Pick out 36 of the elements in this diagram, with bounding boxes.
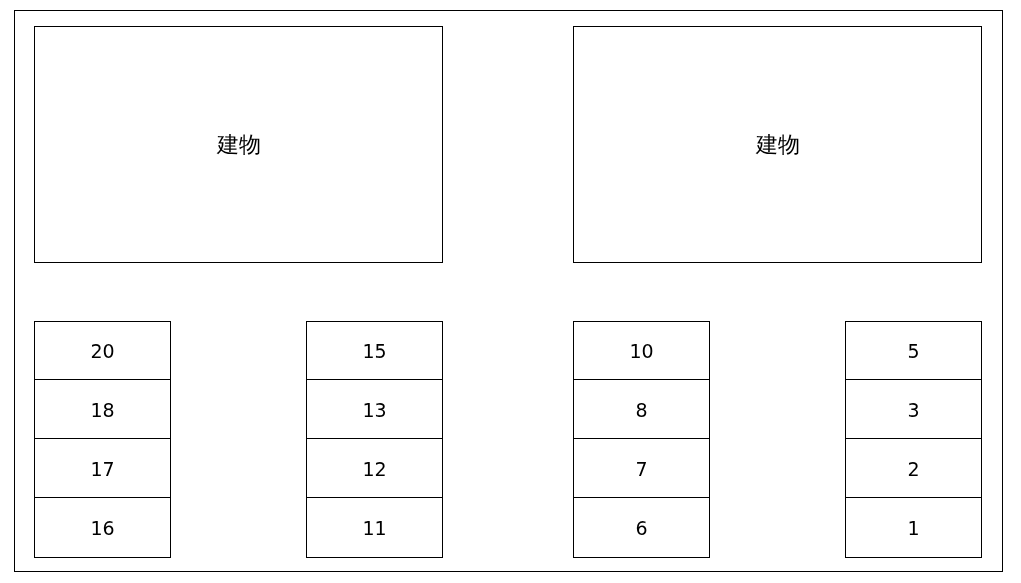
building-box [573,26,982,263]
parking-space [306,321,443,381]
space-number: 10 [629,340,654,362]
parking-space [306,497,443,558]
space-number: 18 [90,398,115,421]
parking-space [573,321,710,381]
parking-space [306,379,443,440]
building-label: 建物 [216,130,261,159]
space-number: 17 [90,457,115,480]
space-number: 20 [90,340,115,362]
parking-space [573,438,710,499]
parking-space [34,379,171,440]
parking-space [845,438,982,499]
space-number: 3 [907,398,920,421]
parking-space [845,379,982,440]
parking-space [845,321,982,381]
parking-space [573,379,710,440]
building-box [34,26,443,263]
space-number: 6 [635,516,648,539]
space-number: 8 [635,398,648,421]
space-number: 12 [362,457,387,480]
space-number: 11 [362,516,387,539]
parking-space [34,438,171,499]
parking-space [34,497,171,558]
parking-space [573,497,710,558]
space-number: 7 [635,457,648,480]
space-number: 15 [362,340,387,362]
space-number: 1 [907,516,920,539]
parking-space [34,321,171,381]
space-number: 2 [907,457,920,480]
space-number: 13 [362,398,387,421]
building-label: 建物 [755,130,800,159]
parking-space [306,438,443,499]
space-number: 16 [90,516,115,539]
parking-space [845,497,982,558]
space-number: 5 [907,340,920,362]
